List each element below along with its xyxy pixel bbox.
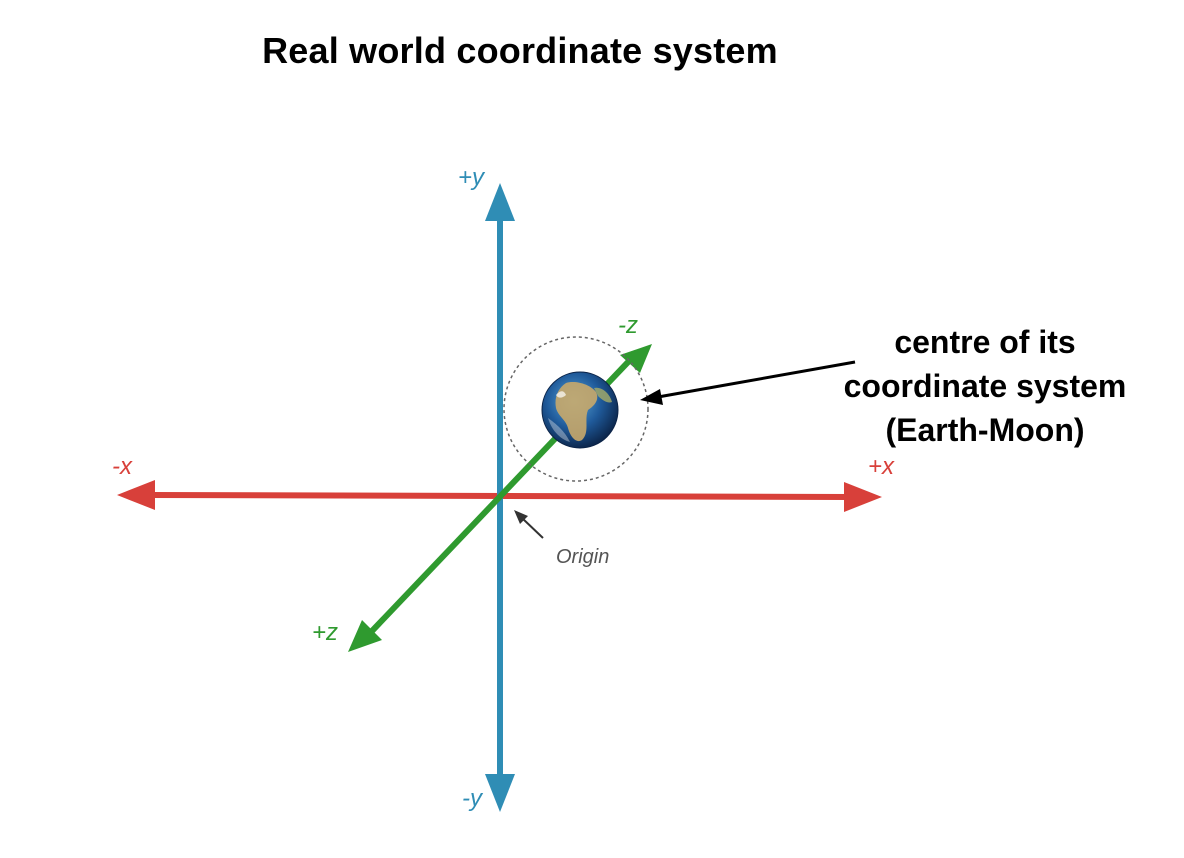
diagram-title: Real world coordinate system xyxy=(262,30,778,71)
z-negative-label: -z xyxy=(618,312,638,339)
callout-line-1: centre of its xyxy=(894,324,1076,360)
y-negative-label: -y xyxy=(462,785,484,812)
z-negative-arrowhead xyxy=(620,344,652,373)
y-positive-arrowhead xyxy=(485,183,515,221)
origin-label: Origin xyxy=(556,546,609,568)
x-positive-label: +x xyxy=(868,453,895,480)
x-positive-arrowhead xyxy=(844,482,882,512)
orbit-circle xyxy=(503,336,649,482)
callout-line-2: coordinate system xyxy=(843,368,1127,404)
callout-arrow xyxy=(640,360,856,405)
y-positive-label: +y xyxy=(458,164,486,191)
callout-line-3: (Earth-Moon) xyxy=(885,412,1085,448)
z-positive-label: +z xyxy=(312,619,338,646)
y-negative-arrowhead xyxy=(485,774,515,812)
earth-globe-icon xyxy=(541,371,619,449)
x-negative-arrowhead xyxy=(117,480,155,510)
x-negative-label: -x xyxy=(112,453,133,480)
z-positive-arrowhead xyxy=(348,620,382,652)
origin-pointer-arrow xyxy=(514,510,544,539)
callout-text: centre of its coordinate system (Earth-M… xyxy=(800,320,1170,452)
